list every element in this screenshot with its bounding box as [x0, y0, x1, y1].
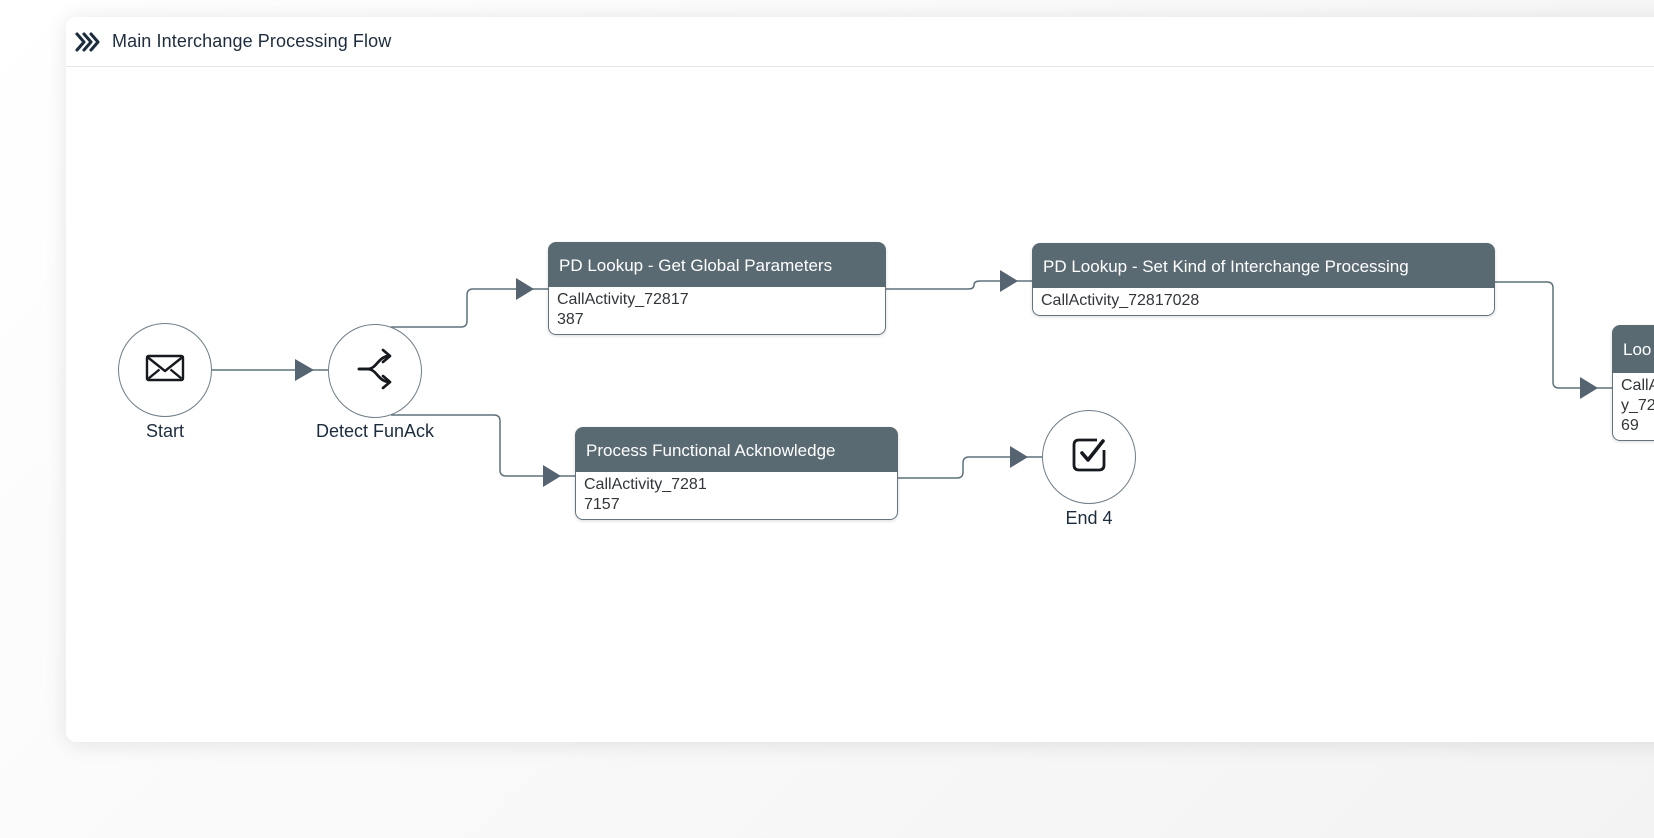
task-body: CallActivity_7281 7157 [575, 472, 898, 520]
edge-pd-lookup-set-to-lookup-partial [1495, 281, 1612, 389]
task-title: PD Lookup - Set Kind of Interchange Proc… [1032, 243, 1495, 288]
task-body-line: 7157 [584, 496, 620, 513]
start-event-node[interactable] [118, 323, 212, 417]
triple-chevron-icon[interactable] [75, 31, 101, 52]
task-title: Loo [1612, 325, 1654, 373]
task-body-line: CallA [1621, 377, 1654, 394]
arrowhead [1000, 270, 1018, 292]
panel-header: Main Interchange Processing Flow [66, 17, 1654, 67]
panel-title: Main Interchange Processing Flow [112, 31, 392, 51]
task-body-line: CallActivity_72817 [557, 291, 689, 308]
task-body: CallA y_72 69 [1612, 373, 1654, 441]
task-process-functional-acknowledge[interactable]: Process Functional Acknowledge CallActiv… [575, 427, 898, 520]
arrowhead [1580, 377, 1598, 399]
arrowhead [295, 359, 314, 381]
start-event-label: Start [145, 421, 184, 441]
task-body: CallActivity_72817028 [1032, 288, 1495, 316]
task-pd-lookup-get-global-parameters[interactable]: PD Lookup - Get Global Parameters CallAc… [548, 242, 886, 335]
task-pd-lookup-set-kind-of-interchange-processing[interactable]: PD Lookup - Set Kind of Interchange Proc… [1032, 243, 1495, 316]
task-body: CallActivity_72817 387 [548, 287, 886, 335]
detect-funack-gateway-label: Detect FunAck [315, 421, 435, 441]
task-body-line: CallActivity_7281 [584, 476, 707, 493]
task-body-line: 69 [1621, 417, 1639, 434]
detect-funack-gateway-node[interactable] [328, 324, 422, 418]
edge-detect-funack-to-process-funack [391, 414, 575, 477]
branch-icon [352, 346, 398, 397]
task-title: PD Lookup - Get Global Parameters [548, 242, 886, 287]
envelope-icon [145, 353, 185, 388]
task-title: Process Functional Acknowledge [575, 427, 898, 472]
end4-event-label: End 4 [1065, 508, 1113, 528]
arrowhead [543, 465, 561, 487]
edge-pd-lookup-get-to-pd-lookup-set [886, 280, 1032, 290]
task-body-line: 387 [557, 311, 584, 328]
arrowhead [1010, 446, 1028, 468]
arrowhead [516, 278, 534, 300]
check-square-icon [1067, 433, 1111, 482]
end4-event-node[interactable] [1042, 410, 1136, 504]
task-lookup-partial[interactable]: Loo CallA y_72 69 [1612, 325, 1654, 441]
task-body-line: CallActivity_72817028 [1041, 292, 1200, 309]
edge-detect-funack-to-pd-lookup-get [391, 288, 548, 328]
edge-process-funack-to-end4 [898, 456, 1042, 479]
task-body-line: y_72 [1621, 397, 1654, 414]
